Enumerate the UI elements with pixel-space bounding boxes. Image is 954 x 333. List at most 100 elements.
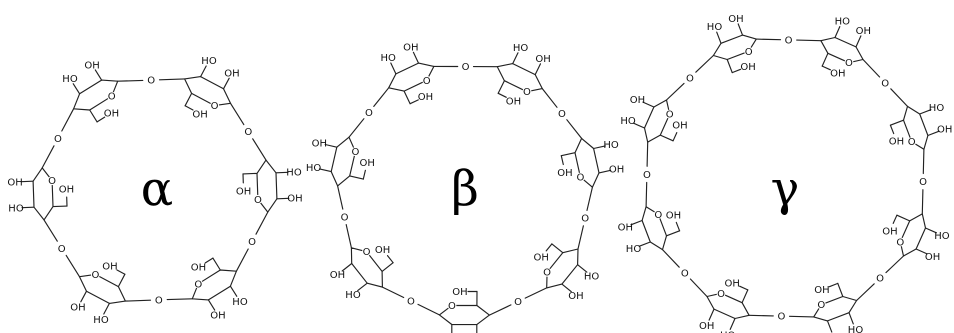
ring-oxygen: O	[845, 58, 853, 69]
glycosidic-oxygen: O	[919, 177, 927, 188]
glycosidic-oxygen: O	[558, 109, 566, 120]
hydroxyl-group: OH	[360, 158, 375, 169]
glycosidic-oxygen: O	[407, 297, 415, 308]
glycosidic-bond	[748, 314, 774, 317]
alpha-cyclodextrin: α OOHOHHOOOHOHHOOOHOHHOOOHOHHOOOHOHHOOOH…	[7, 56, 302, 326]
hydroxyl-bond	[21, 206, 35, 209]
hydroxyl-group: OH	[418, 92, 433, 103]
ch2-bond	[212, 257, 221, 271]
pyranose-ring	[899, 213, 927, 257]
hydroxyl-group: HO	[835, 17, 851, 28]
hydroxyl-bond	[103, 302, 110, 315]
hydroxyl-bond	[534, 63, 542, 76]
hydroxyl-group: HO	[626, 244, 642, 255]
hydroxyl-group: OH	[84, 60, 99, 71]
ring-oxygen-mask	[844, 58, 854, 68]
ch2-bond	[117, 273, 126, 288]
hydroxyl-group: OH	[236, 186, 251, 197]
pyranose-ring	[643, 99, 671, 143]
ch2-bond	[184, 92, 193, 107]
hydroxyl-bond	[834, 26, 841, 39]
ring-oxygen-mask	[210, 101, 220, 111]
ch2-bond	[889, 119, 905, 126]
hydroxyl-bond	[848, 312, 854, 325]
ring-oxygen-mask	[665, 109, 675, 119]
glycosidic-bond	[665, 82, 685, 101]
glycosidic-bond	[337, 185, 344, 210]
hydroxyl-bond	[642, 101, 655, 108]
hydroxyl-bond	[708, 308, 715, 321]
hydroxyl-group: OH	[210, 311, 225, 322]
glycosidic-bond	[417, 303, 440, 316]
ring-oxygen-mask	[90, 269, 100, 279]
hydroxyl-bond	[826, 320, 833, 333]
hydroxyl-bond	[229, 285, 238, 297]
ch2-bond	[386, 255, 394, 264]
ch2-bond	[828, 282, 839, 288]
glycosidic-bond	[229, 102, 245, 126]
ring-oxygen: O	[576, 173, 584, 184]
hydroxyl-group: HO	[934, 231, 950, 242]
hydroxyl-group: OH	[925, 252, 940, 263]
hydroxyl-bond	[633, 122, 646, 129]
ch2-bond	[381, 262, 394, 272]
hydroxyl-group: HO	[707, 22, 723, 33]
hydroxyl-bond	[94, 69, 103, 81]
hydroxyl-bond	[412, 51, 420, 64]
ch2-bond	[665, 230, 681, 237]
ring-oxygen: O	[423, 76, 431, 87]
ring-oxygen: O	[351, 147, 359, 158]
ring-oxygen: O	[254, 195, 262, 206]
hydroxyl-bond	[222, 77, 230, 90]
hydroxyl-bond	[512, 52, 519, 65]
ring-oxygen-mask	[907, 137, 917, 147]
hydroxyl-bond	[318, 168, 332, 173]
pyranose-ring	[496, 63, 543, 93]
glycosidic-bond	[890, 88, 909, 107]
ring-oxygen: O	[194, 279, 202, 290]
hydroxyl-group: HO	[603, 140, 619, 151]
hydroxyl-group: OH	[856, 26, 871, 37]
ch2-bond	[896, 214, 911, 222]
glycosidic-oxygen: O	[244, 127, 252, 138]
glycosidic-bond	[755, 38, 782, 41]
hydroxyl-bond	[275, 171, 289, 174]
hydroxyl-group: OH	[534, 253, 549, 264]
hydroxyl-bond	[324, 143, 338, 148]
ring-oxygen-mask	[350, 147, 360, 157]
glycosidic-bond	[796, 39, 822, 42]
glycosidic-bond	[43, 219, 58, 242]
ch2-bond	[672, 132, 678, 142]
hydroxyl-group: OH	[740, 62, 755, 73]
hydroxyl-bond	[716, 31, 722, 44]
ch2-bond	[349, 175, 364, 180]
hydroxyl-bond	[737, 23, 744, 36]
hydroxyl-bond	[924, 227, 937, 234]
pyranose-ring	[546, 248, 579, 289]
ring-oxygen-mask	[575, 172, 585, 182]
hydroxyl-group: OH	[557, 168, 572, 179]
glycosidic-bond	[695, 54, 714, 73]
ch2-bond	[837, 282, 844, 298]
hydroxyl-bond	[200, 65, 207, 78]
glycosidic-bond	[566, 119, 583, 139]
ch2-bond	[560, 155, 564, 166]
hydroxyl-group: HO	[93, 315, 109, 326]
hydroxyl-group: OH	[104, 108, 119, 119]
ch2-bond	[116, 269, 126, 275]
ring-oxygen-mask	[47, 176, 57, 186]
glycosidic-oxygen: O	[365, 108, 373, 119]
hydroxyl-bond	[80, 290, 88, 303]
hydroxyl-group: OH	[937, 125, 952, 136]
glycosidic-bond	[381, 286, 405, 299]
ring-oxygen-mask	[542, 267, 552, 277]
gamma-cyclodextrin: γ OOHOHHOOOHOHHOOOHOHHOOOHOHHOOOHOHHOOOH…	[618, 14, 953, 333]
ch2-bond	[242, 172, 258, 175]
glycosidic-oxygen: O	[686, 73, 694, 84]
